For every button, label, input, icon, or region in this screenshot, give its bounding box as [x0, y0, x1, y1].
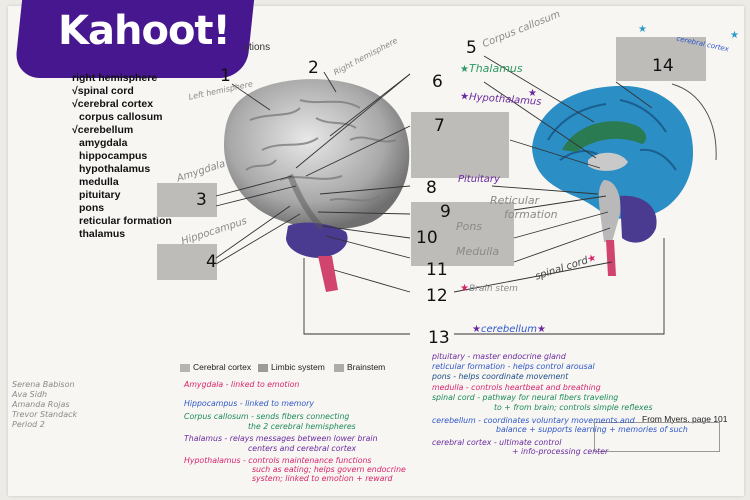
hw-pons: Pons — [456, 220, 483, 233]
label-number-14: 14 — [652, 56, 674, 76]
note-line: + info-processing center — [512, 447, 609, 456]
answer-box-14 — [616, 37, 706, 81]
right-brain-thalamus — [588, 152, 628, 171]
term-item: √spinal cord — [72, 85, 134, 97]
caption-box — [594, 422, 720, 452]
label-number-2: 2 — [308, 58, 319, 78]
student-names: Serena Babison Ava Sidh Amanda Rojas Tre… — [12, 380, 78, 429]
note-line: balance + supports learning + memories o… — [496, 425, 688, 434]
term-item: medulla — [79, 176, 119, 188]
note-line: Corpus callosum - sends fibers connectin… — [184, 412, 350, 421]
label-number-8: 8 — [426, 178, 437, 198]
term-list: right hemisphere √spinal cord √cerebral … — [72, 72, 172, 241]
term-item: √cerebral cortex — [72, 98, 154, 110]
term-item: reticular formation — [79, 215, 172, 227]
source-caption: From Myers, page 101 — [642, 414, 728, 424]
legend-brainstem: Brainstem — [347, 362, 386, 372]
note-line: Hippocampus - linked to memory — [184, 399, 314, 408]
note-line: to + from brain; controls simple reflexe… — [494, 403, 653, 412]
legend-swatch — [258, 364, 268, 372]
label-number-6: 6 — [432, 72, 443, 92]
note-line: medulla - controls heartbeat and breathi… — [432, 383, 601, 392]
note-line: cerebellum - coordinates voluntary movem… — [432, 416, 635, 425]
star-icon: ★ — [730, 30, 739, 41]
right-brain-cortex — [532, 85, 694, 220]
note-line: pituitary - master endocrine gland — [432, 352, 566, 361]
legend-limbic-system: Limbic system — [271, 362, 325, 372]
term-item: amygdala — [79, 137, 128, 149]
hw-brain-stem: ★Brain stem — [460, 283, 518, 294]
note-line: Amygdala - linked to emotion — [184, 380, 300, 389]
note-line: spinal cord - pathway for neural fibers … — [432, 393, 619, 402]
star-icon: ★ — [460, 283, 469, 294]
right-brain-cerebellum — [620, 195, 657, 243]
label-number-13: 13 — [428, 328, 450, 348]
note-line: pons - helps coordinate movement — [432, 372, 569, 381]
note-line: cerebral cortex - ultimate control — [432, 438, 562, 447]
answer-box-4 — [157, 244, 217, 280]
hw-thalamus: ★Thalamus — [460, 62, 523, 75]
hw-reticular: Reticular — [490, 194, 540, 207]
label-number-12: 12 — [426, 286, 448, 306]
note-line: centers and cerebral cortex — [248, 444, 357, 453]
hw-formation: formation — [504, 208, 558, 221]
note-line: reticular formation - helps control arou… — [432, 362, 595, 371]
label-number-10: 10 — [416, 228, 438, 248]
label-number-3: 3 — [196, 190, 207, 210]
hw-pituitary: Pituitary — [458, 174, 500, 185]
hw-cerebellum: ★cerebellum★ — [472, 324, 546, 335]
label-number-7: 7 — [434, 116, 445, 136]
left-brain-cerebellum — [286, 222, 348, 258]
left-brain-cortex — [224, 79, 410, 230]
note-line: system; linked to emotion + reward — [252, 474, 393, 483]
star-icon: ★ — [537, 324, 546, 335]
answer-box-3 — [157, 183, 217, 217]
legend-cerebral-cortex: Cerebral cortex — [193, 362, 252, 372]
label-number-4: 4 — [206, 252, 217, 272]
note-line: such as eating; helps govern endocrine — [252, 465, 406, 474]
label-number-1: 1 — [220, 66, 231, 86]
star-icon: ★ — [638, 24, 647, 35]
right-brain-brainstem — [598, 180, 621, 242]
term-item: hippocampus — [79, 150, 148, 162]
left-brain-spinal-cord — [318, 256, 338, 292]
term-item: thalamus — [79, 228, 126, 240]
right-brain-spinal-cord — [606, 240, 616, 276]
term-item: corpus callosum — [79, 111, 163, 123]
star-icon: ★ — [460, 64, 469, 75]
kahoot-logo[interactable]: Kahoot! — [58, 8, 231, 54]
label-number-9: 9 — [440, 202, 451, 222]
label-number-11: 11 — [426, 260, 448, 280]
term-item: hypothalamus — [79, 163, 151, 175]
term-item: pons — [79, 202, 105, 214]
answer-box-7 — [411, 112, 509, 178]
star-icon: ★ — [528, 88, 537, 99]
right-brain-corpus-callosum — [562, 121, 647, 152]
worksheet-heading: ctions — [244, 42, 271, 53]
note-line: Thalamus - relays messages between lower… — [184, 434, 378, 443]
star-icon: ★ — [472, 324, 481, 335]
note-line: Hypothalamus - controls maintenance func… — [184, 456, 372, 465]
legend-swatch — [180, 364, 190, 372]
hw-medulla: Medulla — [456, 245, 500, 258]
term-item: right hemisphere — [72, 72, 158, 84]
label-number-5: 5 — [466, 38, 477, 58]
term-item: pituitary — [79, 189, 121, 201]
answer-box-9-11 — [411, 202, 514, 266]
term-item: √cerebellum — [72, 124, 134, 136]
note-line: the 2 cerebral hemispheres — [248, 422, 356, 431]
legend-swatch — [334, 364, 344, 372]
